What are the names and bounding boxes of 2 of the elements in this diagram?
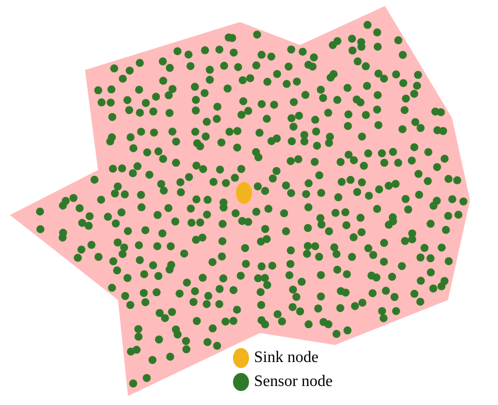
legend-label: Sensor node	[254, 373, 333, 391]
legend-label: Sink node	[254, 349, 318, 367]
